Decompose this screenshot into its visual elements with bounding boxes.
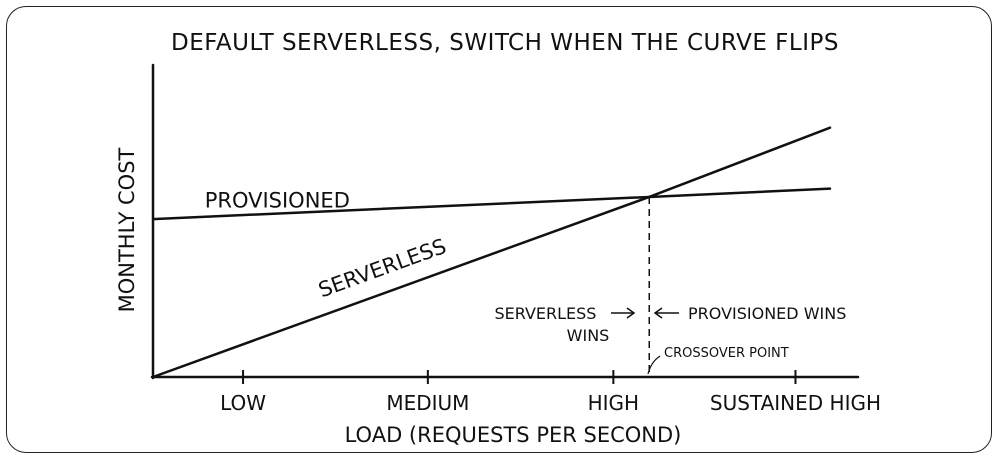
x-axis-label: LOAD (REQUESTS PER SECOND) <box>345 423 682 447</box>
x-tick-label: SUSTAINED HIGH <box>710 391 881 415</box>
arrow-right-icon <box>611 307 636 319</box>
arrow-left-icon <box>653 307 679 319</box>
annotation-provisioned-wins: PROVISIONED WINS <box>688 304 846 323</box>
series-line-serverless <box>151 126 832 379</box>
x-tick-label: MEDIUM <box>386 391 469 415</box>
series-label-serverless: SERVERLESS <box>315 234 449 302</box>
chart-frame <box>6 6 992 453</box>
series-layer: PROVISIONED SERVERLESS <box>151 126 832 379</box>
series-label-provisioned: PROVISIONED <box>205 188 350 212</box>
chart-title: DEFAULT SERVERLESS, SWITCH WHEN THE CURV… <box>171 30 839 56</box>
y-axis-label: MONTHLY COST <box>115 147 139 312</box>
x-tick-label: HIGH <box>588 391 639 415</box>
crossover-pointer <box>647 355 661 375</box>
x-tick-label: LOW <box>220 391 266 415</box>
annotation-serverless-wins: SERVERLESS WINS <box>494 304 609 345</box>
x-ticks: LOW MEDIUM HIGH SUSTAINED HIGH <box>220 370 881 415</box>
annotation-crossover-point: CROSSOVER POINT <box>664 346 789 361</box>
